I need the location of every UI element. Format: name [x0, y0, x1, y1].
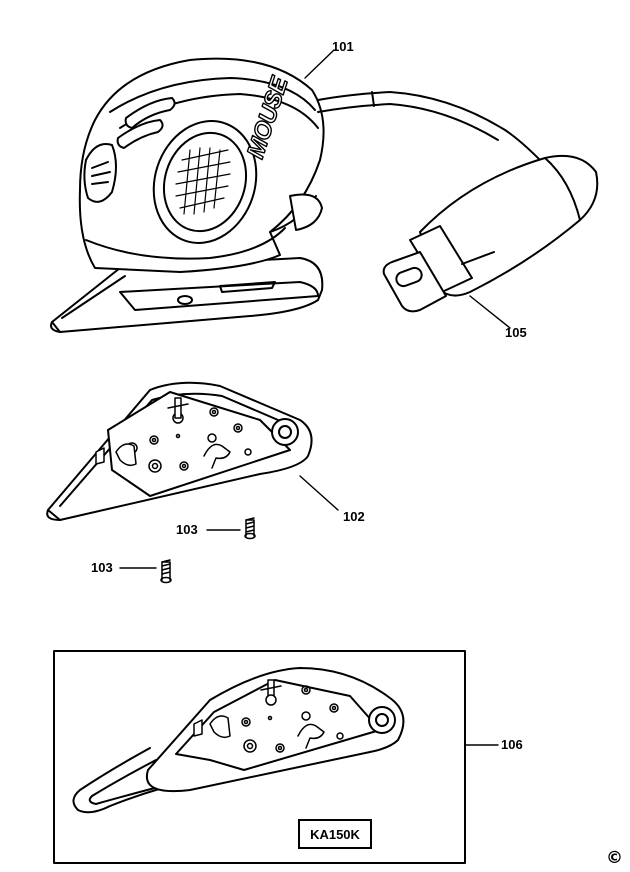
detail-pad-with-handle [72, 667, 405, 814]
callout-105: 105 [505, 325, 527, 340]
callout-103-b: 103 [91, 560, 113, 575]
callout-101: 101 [332, 39, 354, 54]
sander-body-part-101 [50, 57, 541, 333]
callout-106: 106 [501, 737, 523, 752]
callout-103-a: 103 [176, 522, 198, 537]
plug-part-105 [382, 154, 599, 313]
callout-102: 102 [343, 509, 365, 524]
base-pad-part-102 [46, 381, 339, 521]
screw-part-103-b [119, 559, 172, 584]
screw-part-103-a [206, 517, 256, 540]
kit-frame-106 [53, 650, 466, 864]
copyright-mark: © [606, 848, 623, 868]
grip-hatch-icon [175, 147, 231, 215]
kit-model-label: KA150K [298, 819, 372, 849]
